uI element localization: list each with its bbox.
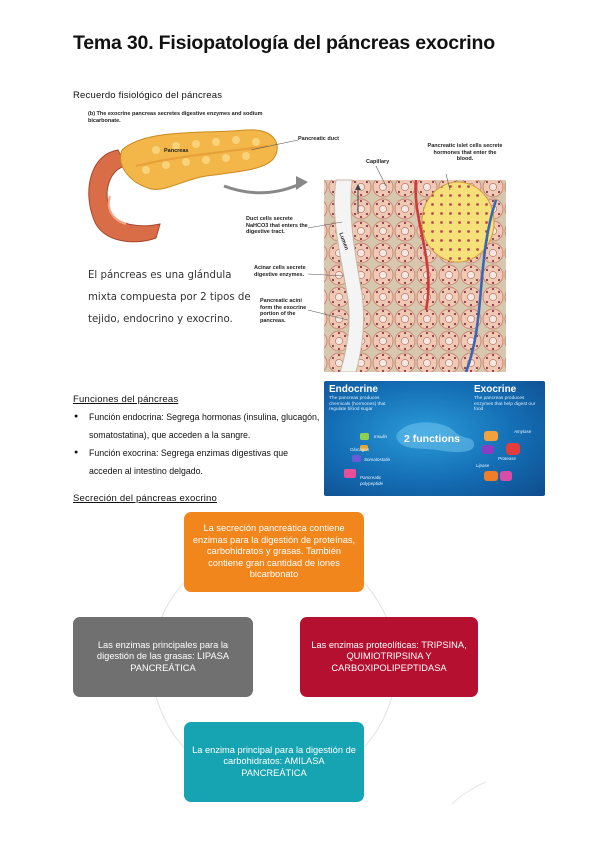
list-item: Función endocrina: Segrega hormonas (ins…: [73, 408, 323, 444]
lipase-label: Lipase: [476, 463, 490, 468]
functions-list: Función endocrina: Segrega hormonas (ins…: [73, 408, 323, 480]
pancreas-illustration: [88, 129, 506, 373]
islet-cells-label: Pancreatic islet cells secrete hormones …: [427, 143, 503, 162]
page-curl-mark: [451, 781, 487, 805]
amylase-label: Amylase: [514, 429, 532, 434]
insulin-label: Insulin: [374, 434, 388, 439]
exocrine-description: The pancreas produces enzymes that help …: [474, 396, 536, 412]
infographic-graphic: [344, 422, 520, 481]
pancreas-anatomy-figure: (b) The exocrine pancreas secretes diges…: [86, 110, 506, 373]
somatostatin-label: Somatostatin: [364, 457, 391, 462]
cycle-node-left: Las enzimas principales para la digestió…: [73, 617, 253, 697]
page-title: Tema 30. Fisiopatología del páncreas exo…: [73, 32, 495, 54]
endocrine-description: The pancreas produces chemicals (hormone…: [329, 396, 386, 412]
figure-caption: El páncreas es una glándula mixta compue…: [88, 270, 251, 325]
cycle-node-right: Las enzimas proteolíticas: TRIPSINA, QUI…: [300, 617, 478, 697]
two-functions-label: 2 functions: [404, 433, 461, 445]
exocrine-heading: Exocrine: [474, 384, 517, 395]
pancreatic-polypeptide-label: Pancreatic polypeptide: [360, 475, 384, 486]
pancreas-label: Pancreas: [164, 148, 189, 154]
cycle-node-bottom: La enzima principal para la digestión de…: [184, 722, 364, 802]
acinar-cells-label: Acinar cells secrete digestive enzymes.: [254, 265, 306, 278]
glucagon-label: Glucagon: [350, 447, 370, 452]
endocrine-heading: Endocrine: [329, 384, 378, 395]
list-item: Función exocrina: Segrega enzimas digest…: [73, 444, 323, 480]
pancreatic-duct-label: Pancreatic duct: [298, 136, 339, 142]
exocrine-secretion-cycle-diagram: La secreción pancreática contiene enzima…: [60, 505, 530, 815]
two-functions-infographic: Endocrine The pancreas produces chemical…: [324, 381, 545, 496]
pancreatic-acini-label: Pancreatic acini form the exocrine porti…: [260, 298, 307, 324]
section-heading-physiology: Recuerdo fisiológico del páncreas: [73, 90, 223, 101]
figure-header-label: (b) The exocrine pancreas secretes diges…: [88, 111, 263, 124]
section-heading-functions: Funciones del páncreas: [73, 394, 179, 405]
capillary-label: Capillary: [366, 159, 390, 165]
duct-cells-label: Duct cells secrete NaHCO3 that enters th…: [246, 216, 308, 235]
section-heading-secretion: Secreción del páncreas exocrino: [73, 493, 218, 504]
cycle-node-top: La secreción pancreática contiene enzima…: [184, 512, 364, 592]
protease-label: Protease: [498, 456, 517, 461]
